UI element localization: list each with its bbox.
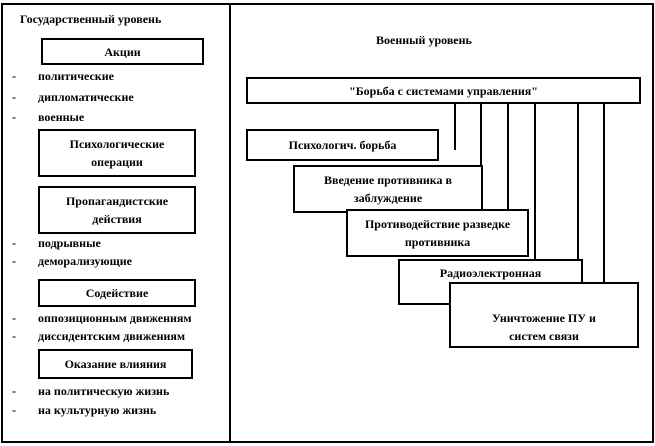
outer-frame: [1, 3, 654, 443]
connector-line-4: [534, 102, 536, 282]
propaganda-item-subversive: подрывные: [38, 236, 101, 250]
connector-line-3: [507, 102, 509, 228]
bullet: -: [12, 236, 16, 250]
connector-line-5: [577, 102, 579, 282]
step-deception: Введение противника в заблуждение: [293, 165, 483, 213]
actions-item-military: военные: [38, 110, 85, 124]
assistance-item-opposition: оппозиционным движениям: [38, 311, 192, 325]
bullet: -: [12, 110, 16, 124]
influence-item-cultural-life: на культурную жизнь: [38, 403, 157, 417]
state-level-title: Государственный уровень: [20, 12, 162, 26]
connector-line-2: [480, 102, 482, 168]
step-destroy-command-posts: Уничтожение ПУ и систем связи: [449, 282, 639, 348]
bullet: -: [12, 254, 16, 268]
bullet: -: [12, 90, 16, 104]
control-systems-box: "Борьба с системами управления": [246, 77, 641, 104]
step-psychological-warfare: Психологич. борьба: [246, 129, 439, 161]
propaganda-item-demoralizing: деморализующие: [38, 254, 132, 268]
step-counter-intelligence: Противодействие разведке противника: [346, 209, 529, 257]
actions-box: Акции: [41, 38, 204, 65]
propaganda-actions-box: Пропагандистские действия: [38, 186, 196, 234]
actions-item-political: политические: [38, 69, 114, 83]
panel-divider: [229, 3, 231, 443]
military-level-title: Военный уровень: [376, 33, 472, 47]
bullet: -: [12, 311, 16, 325]
assistance-item-dissident: диссидентским движениям: [38, 329, 186, 343]
bullet: -: [12, 384, 16, 398]
influence-box: Оказание влияния: [38, 349, 193, 379]
connector-line-6: [603, 102, 605, 282]
influence-item-political-life: на политическую жизнь: [38, 384, 170, 398]
actions-item-diplomatic: дипломатические: [38, 90, 134, 104]
connector-line-1: [454, 102, 456, 150]
bullet: -: [12, 69, 16, 83]
bullet: -: [12, 403, 16, 417]
assistance-box: Содействие: [38, 279, 196, 307]
bullet: -: [12, 329, 16, 343]
psychological-operations-box: Психологические операции: [38, 129, 196, 177]
